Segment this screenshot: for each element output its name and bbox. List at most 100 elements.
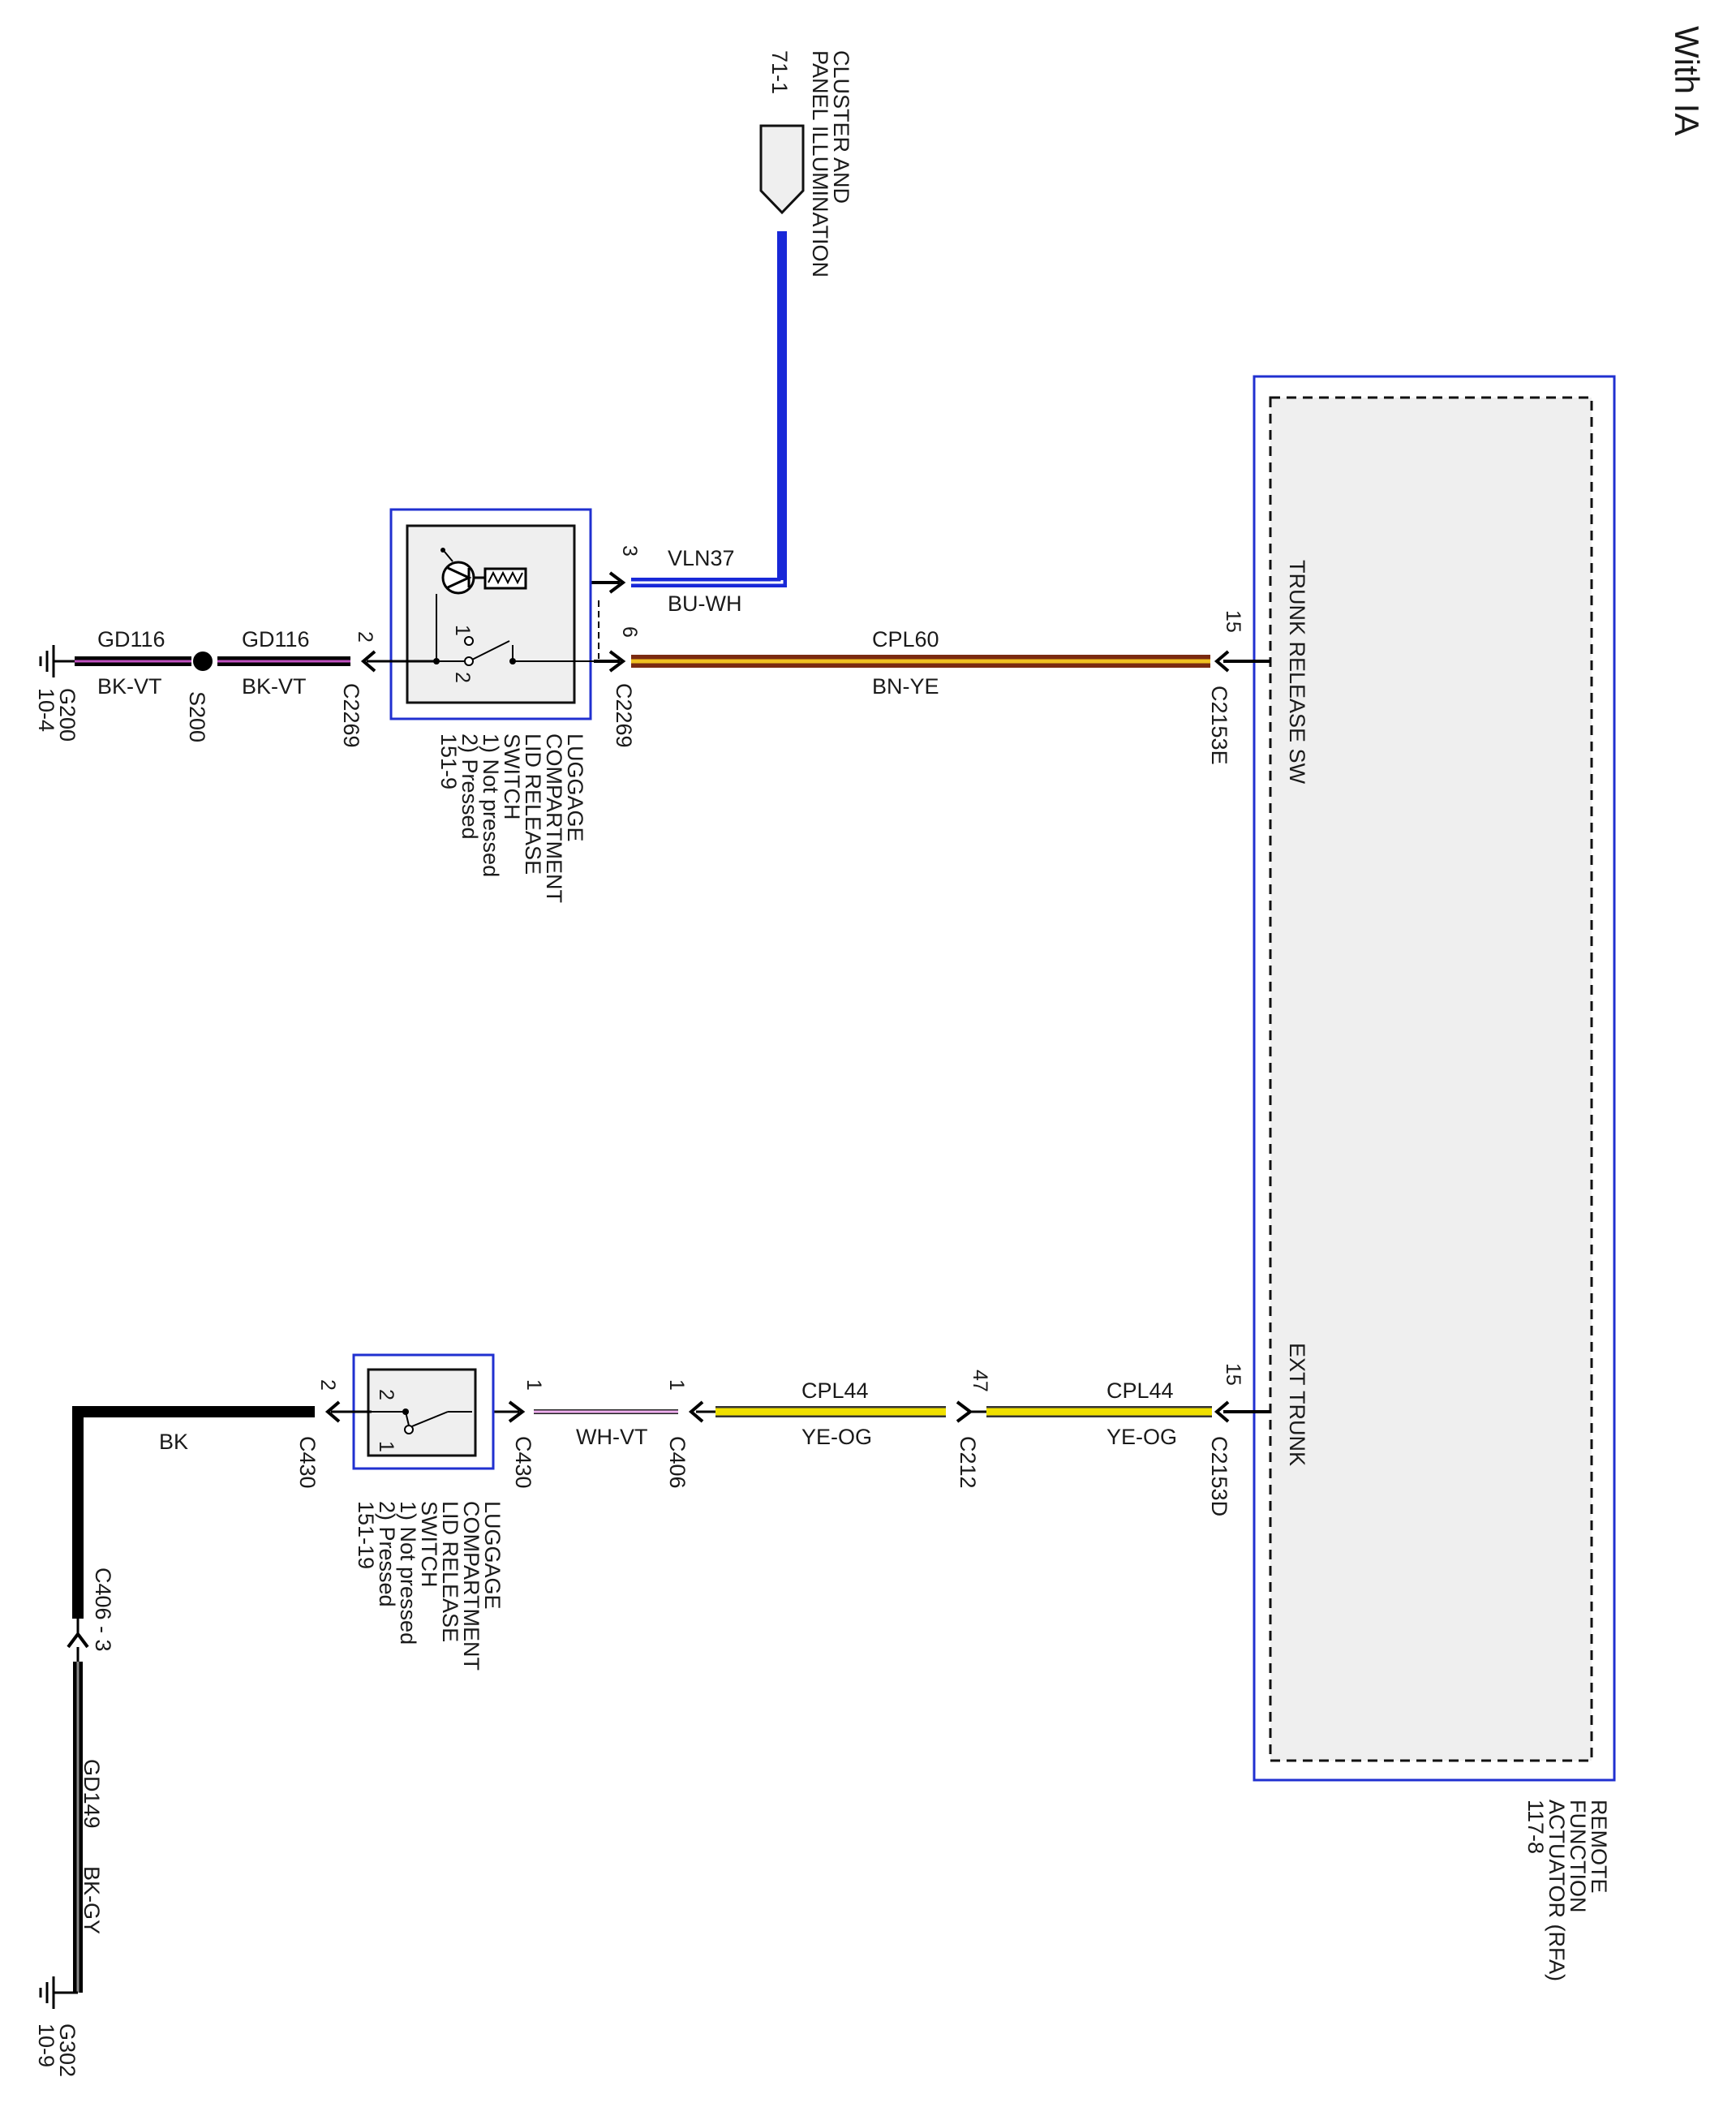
wire-bk-pin: 2	[316, 1379, 339, 1391]
wire-cpl44-a[interactable]: CPL44 YE-OG 15 C2153D	[986, 1363, 1244, 1516]
upper-switch-name-line3: LID RELEASE	[521, 733, 545, 875]
wire-vln37[interactable]: VLN37 BU-WH 3	[618, 231, 787, 616]
cluster-ref: 71-1	[767, 50, 792, 94]
upper-switch-state2: 2) Pressed	[458, 733, 482, 840]
upper-lid-release-switch[interactable]: 1 2 LUGGAGE COMPARTMENT LID RELEASE SWIT…	[389, 508, 599, 903]
wire-gd116-b[interactable]: GD116 BK-VT 2 C2269	[217, 627, 376, 748]
wire-cpl60-connector-switch: C2269	[612, 683, 636, 748]
wire-gd116-b-connector: C2269	[339, 683, 363, 748]
ground-g302-icon	[39, 1976, 78, 2009]
wire-gd116-a-circuit: GD116	[97, 627, 165, 652]
splice-s200-label: S200	[185, 691, 209, 742]
c212-pin: 47	[969, 1370, 991, 1392]
splice-s200	[193, 652, 213, 671]
c2153e-pin15-arrow	[1214, 650, 1230, 673]
wire-gd116-a[interactable]: GD116 BK-VT	[75, 627, 191, 699]
cluster-name-line1: CLUSTER AND	[829, 50, 853, 204]
wire-bk-color: BK	[159, 1430, 188, 1454]
c430-pin1-arrow	[508, 1400, 526, 1423]
cluster-name-line2: PANEL ILLUMINATION	[808, 50, 832, 277]
wire-cpl60-color: BN-YE	[872, 674, 939, 699]
cluster-connector[interactable]: CLUSTER AND PANEL ILLUMINATION 71-1	[759, 50, 853, 277]
c2153d-pin15-arrow	[1214, 1400, 1230, 1423]
ground-g200-name: G200	[55, 688, 79, 742]
upper-switch-ref: 151-9	[436, 733, 461, 789]
c212-connector: C212	[956, 1436, 980, 1489]
c406-pin: 1	[665, 1379, 688, 1391]
wire-cpl60-connector-rfa: C2153E	[1207, 686, 1231, 765]
wire-cpl60-pin-switch: 6	[618, 626, 641, 638]
wire-whvt-color: WH-VT	[576, 1425, 647, 1449]
upper-switch-pos1: 1	[451, 625, 474, 636]
ground-g200-ref: 10-4	[34, 688, 58, 732]
lower-switch-pos1: 1	[375, 1441, 397, 1452]
rfa-ref: 117-8	[1523, 1800, 1548, 1854]
rfa-module[interactable]: TRUNK RELEASE SW EXT TRUNK REMOTE FUNCTI…	[1253, 375, 1616, 1981]
c406-pin1-arrow	[688, 1400, 704, 1423]
lower-switch-name-line1: LUGGAGE	[480, 1501, 505, 1610]
wire-gd116-b-color: BK-VT	[242, 674, 307, 699]
wire-whvt-connector: C430	[511, 1436, 535, 1489]
ground-g302-ref: 10-9	[34, 2023, 58, 2067]
lower-switch-state2: 2) Pressed	[375, 1501, 399, 1607]
rfa-module-body	[1269, 396, 1593, 1762]
wire-gd149-color: BK-GY	[79, 1866, 104, 1934]
lower-switch-name-line2: COMPARTMENT	[459, 1501, 483, 1671]
rfa-name-line3: ACTUATOR (RFA)	[1545, 1800, 1569, 1981]
rfa-name-block: REMOTE FUNCTION ACTUATOR (RFA) 117-8	[1523, 1800, 1611, 1981]
rfa-name-line2: FUNCTION	[1566, 1800, 1590, 1912]
rfa-pin-ext-label: EXT TRUNK	[1285, 1343, 1309, 1466]
wire-cpl60-pin-rfa: 15	[1222, 610, 1244, 633]
wire-cpl44-a-pin: 15	[1222, 1363, 1244, 1386]
upper-switch-name-line4: SWITCH	[500, 733, 524, 819]
upper-switch-inner	[406, 524, 576, 704]
cluster-connector-shape	[759, 124, 805, 215]
wire-cpl44-b[interactable]: CPL44 YE-OG	[715, 1378, 946, 1449]
wire-cpl60-circuit: CPL60	[872, 627, 939, 652]
wire-cpl44-b-color: YE-OG	[801, 1425, 872, 1449]
lower-switch-pos2: 2	[375, 1389, 397, 1400]
wire-gd149[interactable]: GD149 BK-GY	[73, 1662, 104, 1993]
lower-switch-state1: 1) Not pressed	[396, 1501, 420, 1645]
page-title: With IA	[1668, 26, 1706, 135]
wire-vln37-circuit: VLN37	[668, 546, 735, 570]
lower-lid-release-switch[interactable]: 2 1 LUGGAGE COMPARTMENT LID RELEASE SWIT…	[352, 1353, 505, 1671]
wire-gd149-connector: C406 - 3	[91, 1568, 115, 1652]
resistor-icon	[483, 567, 527, 590]
wire-bk-connector: C430	[295, 1436, 320, 1489]
rfa-pin-trunk-label: TRUNK RELEASE SW	[1285, 560, 1309, 785]
upper-switch-state1: 1) Not pressed	[479, 733, 503, 877]
c430-pin2-arrow	[324, 1400, 341, 1423]
upper-switch-name-line1: LUGGAGE	[563, 733, 587, 842]
ground-g200-icon	[39, 645, 75, 677]
wire-vln37-pin: 3	[618, 545, 641, 557]
wire-whvt[interactable]: WH-VT 1 C430	[511, 1379, 678, 1489]
lower-switch-name-line4: SWITCH	[417, 1501, 441, 1587]
ground-g302-name: G302	[55, 2023, 79, 2077]
wire-gd116-a-color: BK-VT	[97, 674, 162, 699]
lower-switch-ref: 151-19	[354, 1501, 378, 1569]
wire-cpl44-b-circuit: CPL44	[801, 1378, 869, 1403]
wire-gd116-b-circuit: GD116	[242, 627, 310, 652]
wire-cpl60[interactable]: CPL60 BN-YE 6 C2269 15 C2153E	[612, 610, 1244, 765]
c2269-pin2-arrow	[360, 650, 376, 673]
wire-vln37-color: BU-WH	[668, 591, 741, 616]
wire-cpl44-a-circuit: CPL44	[1106, 1378, 1174, 1403]
wire-bk[interactable]: BK	[72, 1406, 315, 1619]
upper-switch-pos2: 2	[451, 672, 474, 683]
wire-gd149-circuit: GD149	[79, 1759, 104, 1829]
c212-connector-icon	[956, 1400, 973, 1423]
wire-cpl44-a-color: YE-OG	[1106, 1425, 1177, 1449]
wire-gd116-b-pin: 2	[354, 631, 376, 643]
wire-cpl44-a-connector: C2153D	[1207, 1436, 1231, 1516]
switch-blade-icon	[471, 640, 510, 660]
c2269-pin6-arrow	[608, 650, 626, 673]
rfa-name-line1: REMOTE	[1587, 1800, 1611, 1894]
lower-switch-blade-icon	[411, 1411, 449, 1427]
lower-switch-name-line3: LID RELEASE	[438, 1501, 462, 1642]
upper-switch-name-line2: COMPARTMENT	[542, 733, 566, 903]
c406-connector: C406	[665, 1436, 690, 1489]
wire-whvt-pin: 1	[522, 1379, 545, 1391]
c406-inline-connector	[67, 1619, 89, 1662]
